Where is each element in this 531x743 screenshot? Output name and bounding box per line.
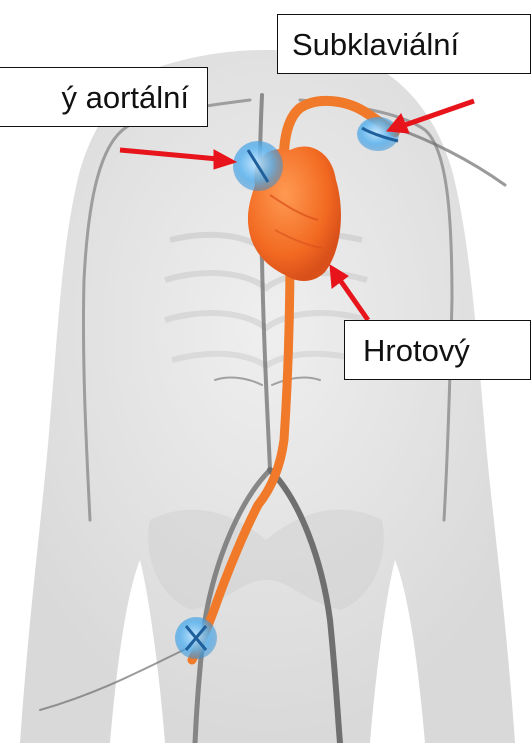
label-apical-access: Hrotový: [344, 320, 531, 380]
label-apical-text: Hrotový: [363, 335, 470, 366]
label-subclavian-access: Subklaviální: [277, 14, 531, 74]
label-aortic-access: ý aortální: [0, 67, 208, 127]
label-subclavian-text: Subklaviální: [292, 29, 459, 60]
access-site-marker-aortic: [233, 141, 283, 191]
access-site-marker-femoral: [175, 617, 217, 659]
access-site-marker-subclavian: [357, 117, 399, 151]
label-aortic-text: ý aortální: [61, 82, 189, 113]
